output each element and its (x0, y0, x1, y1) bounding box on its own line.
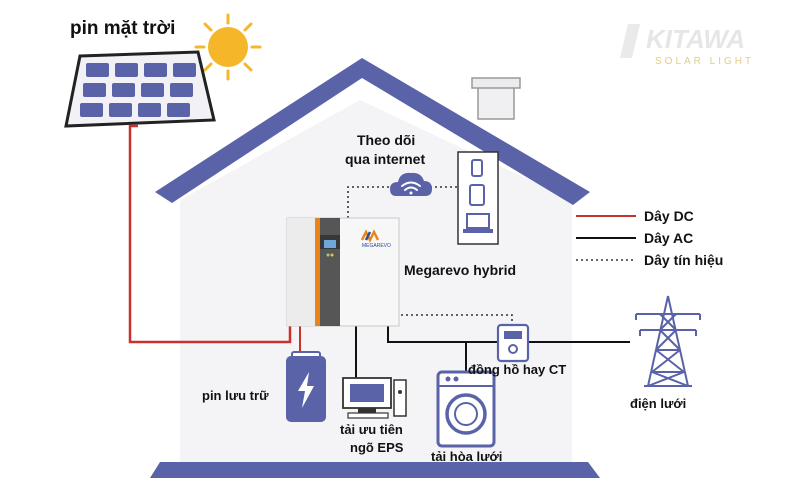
monitor-label-line1: Theo dõi (357, 132, 416, 148)
svg-text:MEGAREVO: MEGAREVO (362, 243, 391, 249)
sun-icon (194, 13, 262, 81)
panel-cell (138, 103, 161, 117)
megarevo-logo: MEGAREVO (360, 229, 391, 249)
kitawa-logo: KITAWA SOLAR LIGHT (620, 24, 754, 67)
energy-meter-icon (496, 323, 530, 363)
panel-cell (80, 103, 103, 117)
panel-cell (167, 103, 190, 117)
eps-load-label-line2: ngõ EPS (350, 440, 404, 455)
svg-text:KITAWA: KITAWA (646, 24, 745, 54)
panel-cell (109, 103, 132, 117)
panel-cell (141, 83, 164, 97)
legend-lines (576, 215, 636, 261)
grid-load-label: tải hòa lưới (431, 449, 503, 464)
eps-load-label-line1: tải ưu tiên (340, 422, 403, 437)
dc-wire (128, 124, 292, 344)
desktop-computer-icon (342, 377, 407, 419)
panel-cell (144, 63, 167, 77)
panel-cell (83, 83, 106, 97)
wifi-cloud-icon (390, 172, 432, 196)
inverter-label: Megarevo hybrid (404, 262, 517, 278)
battery-label: pin lưu trữ (202, 388, 269, 403)
tablet-icon (469, 184, 485, 206)
chimney (477, 84, 515, 120)
svg-text:SOLAR LIGHT: SOLAR LIGHT (655, 56, 754, 67)
panel-cell (173, 63, 196, 77)
grid-label: điện lưới (630, 396, 687, 411)
battery-icon (286, 351, 326, 422)
megarevo-inverter: MEGAREVO (286, 217, 400, 327)
legend-dc-label: Dây DC (644, 208, 694, 224)
solar-panel (64, 50, 216, 128)
washing-machine-icon (436, 370, 496, 448)
laptop-icon (463, 213, 493, 233)
floor (150, 462, 600, 478)
panel-cell (115, 63, 138, 77)
solar-panel-label: pin mặt trời (70, 18, 176, 39)
power-tower-icon (635, 295, 701, 387)
panel-cell (170, 83, 193, 97)
panel-cell (86, 63, 109, 77)
legend-ac-label: Dây AC (644, 230, 694, 246)
monitoring-devices (457, 151, 499, 245)
monitor-label-line2: qua internet (345, 151, 426, 167)
meter-label: đồng hồ hay CT (468, 362, 567, 377)
panel-cell (112, 83, 135, 97)
phone-icon (471, 159, 483, 177)
legend-signal-label: Dây tín hiệu (644, 252, 724, 268)
